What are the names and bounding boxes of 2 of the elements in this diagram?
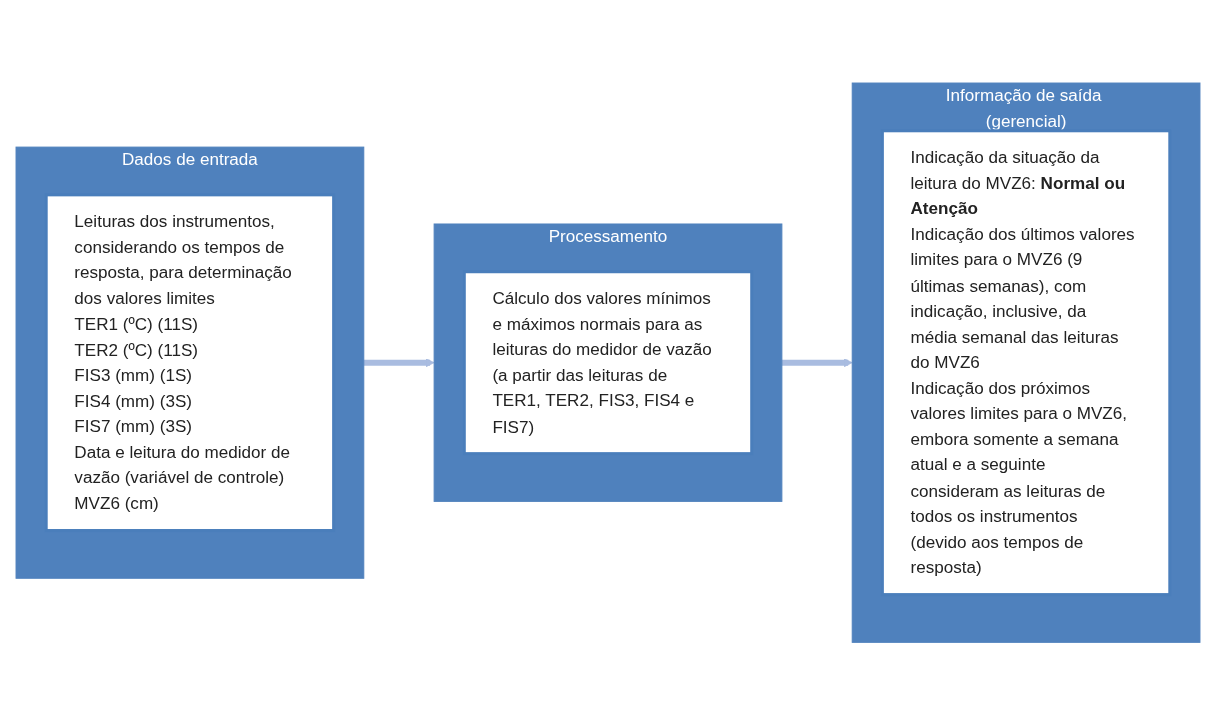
node-box: Indicação da situação da leitura do MVZ6: Normal ou Atenção Indicação dos últimos valores limites para o MVZ6 (9 últimas semanas), com indicação, inclusive, da média semanal das leituras do MVZ6 Indicação dos próximos valores limites para o MVZ6, embora somente a semana atual e a seguinte consideram as leituras de todos os instrumentos (devido aos tempos de resposta) <box>880 129 1171 597</box>
node-box: Cálculo dos valores mínimos e máximos normais para as leituras do medidor de vazão (a partir das leituras de TER1, TER2, FIS3, FIS4 e FIS7) <box>462 270 753 456</box>
